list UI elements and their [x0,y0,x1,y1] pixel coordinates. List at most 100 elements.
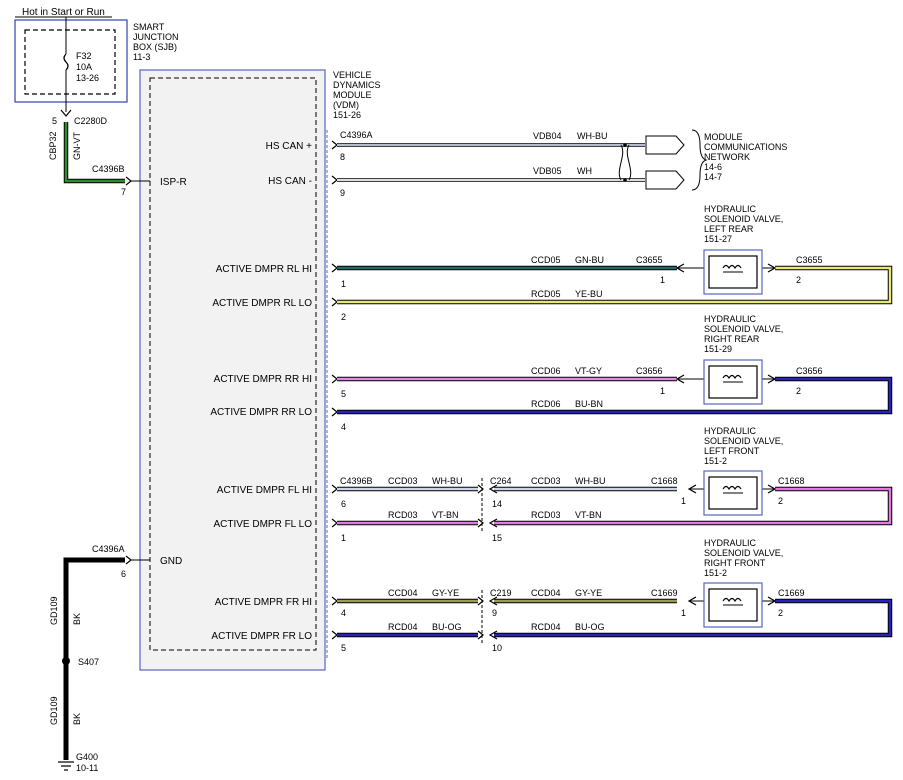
isp-connector: C4396B [92,164,125,174]
fl-lo-circuit-2: RCD03 [531,510,561,520]
sjb-circuit: CBP32 [48,131,58,160]
can-hi-circuit: VDB04 [533,131,562,141]
rl-valve-connector-in: C3655 [636,255,663,265]
wire-rcd04-valve [494,599,892,637]
fr-inline-lo-pin: 10 [492,643,502,653]
rr-lo-label: ACTIVE DMPR RR LO [210,407,312,418]
fuse-label: F32 10A 13-26 [76,51,99,83]
fr-lo-color-1: BU-OG [432,622,462,632]
fl-valve-pin-out: 2 [778,496,783,506]
rr-valve-label: HYDRAULIC SOLENOID VALVE, RIGHT REAR 151… [704,314,786,354]
splice-label: S407 [78,657,99,667]
solenoid-icon [722,597,743,606]
supply-label: Hot in Start or Run [22,7,105,18]
fr-lo-circuit-1: RCD04 [388,622,418,632]
ground-circuit-label-2: GD109 [49,696,59,725]
fl-vdm-connector: C4396B [340,476,373,486]
fl-hi-circuit-1: CCD03 [388,476,418,486]
fr-hi-circuit-1: CCD04 [388,588,418,598]
fl-valve-connector-in: C1668 [651,476,678,486]
vdm-outline [139,69,326,671]
fl-inline-hi-pin: 14 [492,499,502,509]
fl-lo-color-1: VT-BN [432,510,459,520]
rl-lo-label: ACTIVE DMPR RL LO [212,298,312,309]
solenoid-icon [722,485,743,494]
rl-lo-pin: 2 [341,312,346,322]
ground-color-label-1: BK [72,613,82,625]
sjb-inner-dashed [24,29,116,95]
fr-hi-color-1: GY-YE [432,588,459,598]
can-lo-circuit: VDB05 [533,166,562,176]
fl-hi-color-2: WH-BU [575,476,606,486]
vehicle-dynamics-module: VEHICLE DYNAMICS MODULE (VDM) 151-26 C43… [92,69,383,671]
wire-cbp32 [64,122,125,183]
fl-lo-label: ACTIVE DMPR FL LO [213,519,312,530]
rear-left-damper-circuit: ACTIVE DMPR RL HI ACTIVE DMPR RL LO 1 2 … [212,204,893,322]
fr-hi-label: ACTIVE DMPR FR HI [215,597,312,608]
rr-hi-label: ACTIVE DMPR RR HI [214,374,312,385]
rr-lo-pin: 4 [341,422,346,432]
rl-valve-label: HYDRAULIC SOLENOID VALVE, LEFT REAR 151-… [704,204,786,244]
fl-valve-connector-out: C1668 [778,476,805,486]
network-connector-lo-icon [645,170,685,190]
gnd-label: GND [160,556,182,567]
smart-junction-box: Hot in Start or Run SMART JUNCTION BOX (… [14,7,179,184]
rl-valve-connector-out: C3655 [796,255,823,265]
rl-hi-color: GN-BU [575,255,604,265]
solenoid-icon [722,264,743,273]
network-brace-icon [691,129,708,191]
fl-lo-circuit-1: RCD03 [388,510,418,520]
wire-gd109 [63,557,125,760]
rr-valve-connector-in: C3656 [636,366,663,376]
rr-hi-color: VT-GY [575,366,602,376]
rr-lo-color: BU-BN [575,399,603,409]
rl-lo-color: YE-BU [575,289,603,299]
can-connector: C4396A [340,130,373,140]
rr-valve-connector-out: C3656 [796,366,823,376]
fr-lo-pin: 5 [341,643,346,653]
fr-hi-pin: 4 [341,608,346,618]
sjb-pin: 5 [52,116,57,126]
isp-label: ISP-R [160,177,187,188]
ground-point-label: G400 [76,752,98,762]
rl-valve-pin-in: 1 [660,275,665,285]
can-hi-color: WH-BU [577,131,608,141]
fl-hi-color-1: WH-BU [432,476,463,486]
front-left-damper-circuit: ACTIVE DMPR FL HI ACTIVE DMPR FL LO C439… [213,426,893,543]
rl-lo-circuit: RCD05 [531,289,561,299]
wire-rcd06 [337,377,892,414]
rl-hi-label: ACTIVE DMPR RL HI [216,264,312,275]
fl-hi-pin: 6 [341,499,346,509]
fr-valve-label: HYDRAULIC SOLENOID VALVE, RIGHT FRONT 15… [704,538,786,578]
sjb-connector: C2280D [74,116,108,126]
isp-pin: 7 [121,187,126,197]
can-lo-color: WH [577,166,592,176]
fl-lo-color-2: VT-BN [575,510,602,520]
ground-circuit: S407 GD109 BK GD109 BK G400 10-11 [49,557,125,773]
can-hi-pin: 8 [340,152,345,162]
fr-inline-connector: C219 [490,588,512,598]
wire-rcd03-valve [494,487,892,525]
rr-valve-pin-out: 2 [796,386,801,396]
rear-right-damper-circuit: ACTIVE DMPR RR HI ACTIVE DMPR RR LO 5 4 … [210,314,893,432]
fl-inline-lo-pin: 15 [492,533,502,543]
gnd-pin: 6 [121,569,126,579]
rl-hi-pin: 1 [341,279,346,289]
network-label: MODULE COMMUNICATIONS NETWORK 14-6 14-7 [704,132,790,182]
fr-hi-color-2: GY-YE [575,588,602,598]
sjb-wire-color: GN-VT [72,132,82,161]
wire-rcd05 [337,266,892,304]
ground-color-label-2: BK [72,713,82,725]
rl-hi-circuit: CCD05 [531,255,561,265]
can-hi-label: HS CAN + [266,141,313,152]
splice-icon [62,657,70,665]
hs-can-circuit: C4396A HS CAN + HS CAN - 8 9 VDB04 WH-BU… [266,129,790,198]
rr-lo-circuit: RCD06 [531,399,561,409]
front-right-damper-circuit: ACTIVE DMPR FR HI ACTIVE DMPR FR LO 4 5 … [211,538,893,653]
fr-lo-color-2: BU-OG [575,622,605,632]
vdm-title: VEHICLE DYNAMICS MODULE (VDM) 151-26 [333,70,383,120]
fl-valve-pin-in: 1 [681,496,686,506]
fl-hi-circuit-2: CCD03 [531,476,561,486]
fr-lo-circuit-2: RCD04 [531,622,561,632]
